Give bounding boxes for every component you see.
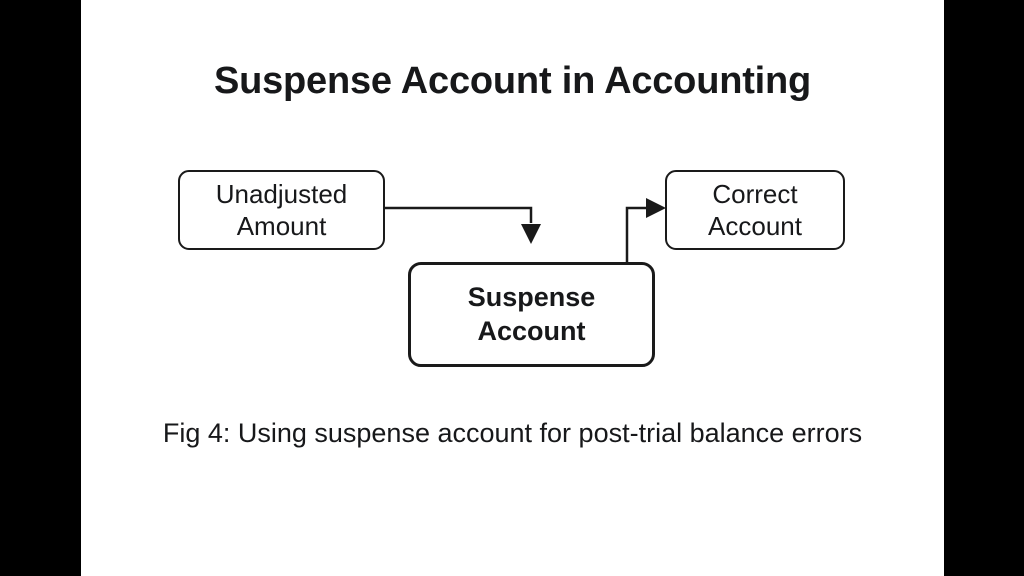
node-label-unadjusted-amount: Unadjusted Amount — [216, 178, 348, 242]
node-label-line-1: Suspense — [467, 282, 596, 313]
flowchart-node-correct-account[interactable]: Correct Account — [665, 170, 845, 250]
node-label-line-2: Amount — [236, 211, 327, 241]
node-label-line-2: Account — [708, 211, 802, 241]
flowchart-node-unadjusted-amount[interactable]: Unadjusted Amount — [178, 170, 385, 250]
node-label-suspense-account: Suspense Account — [468, 281, 596, 348]
letterbox-bar-left — [0, 0, 81, 576]
node-label-line-1: Unadjusted — [215, 178, 348, 209]
node-label-line-1: Correct — [712, 178, 798, 209]
figure-caption: Fig 4: Using suspense account for post-t… — [162, 418, 863, 448]
page-title: Suspense Account in Accounting — [213, 60, 812, 102]
letterbox-bar-right — [944, 0, 1024, 576]
node-label-correct-account: Correct Account — [708, 178, 802, 242]
connector-suspense-to-correct — [625, 198, 666, 262]
arrowhead-right-icon — [646, 198, 666, 218]
arrowhead-down-icon — [521, 224, 541, 244]
slide-canvas: Suspense Account in Accounting Unadjuste… — [81, 0, 944, 576]
flowchart-diagram: Unadjusted Amount Suspense Account Corre… — [81, 0, 944, 576]
flowchart-node-suspense-account[interactable]: Suspense Account — [408, 262, 655, 367]
connector-unadjusted-to-suspense — [385, 206, 541, 244]
node-label-line-2: Account — [477, 315, 586, 346]
